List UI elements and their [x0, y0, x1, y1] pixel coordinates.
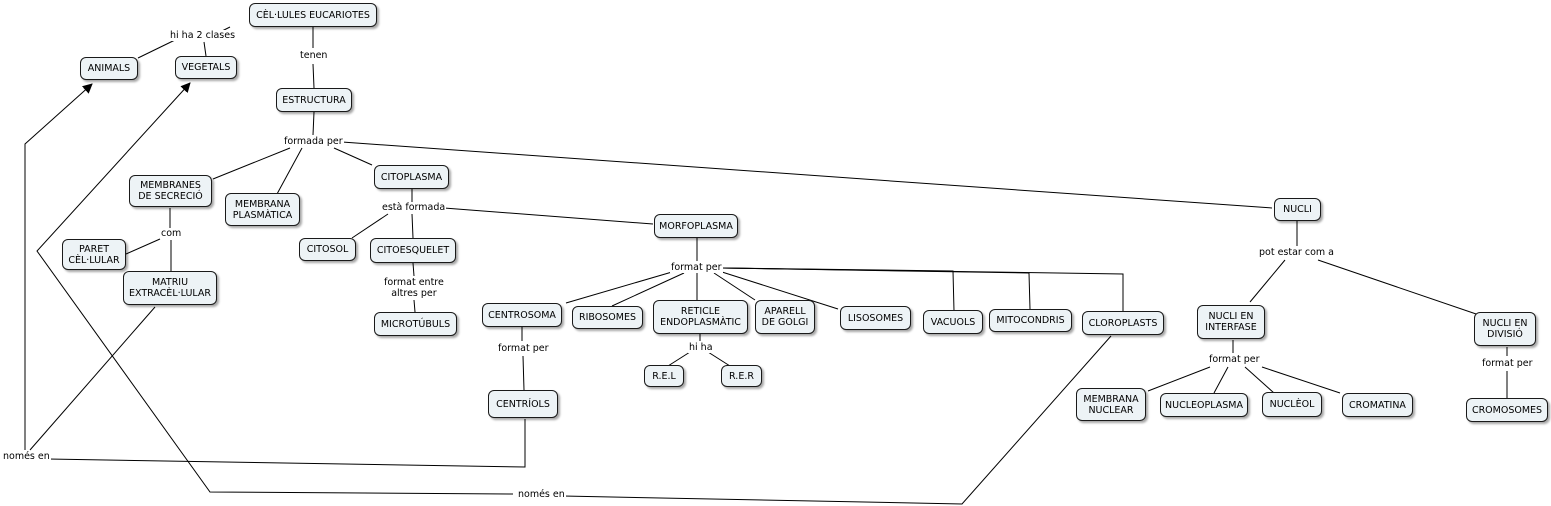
link-nomes-en-left: només en — [2, 451, 51, 462]
edge — [333, 147, 373, 166]
link-format-per-morfoplasma: format per — [670, 262, 723, 273]
edge — [707, 351, 731, 367]
concept-rel: R.E.L — [644, 365, 684, 387]
edge — [36, 82, 514, 495]
edge — [29, 306, 156, 451]
concept-ribosomes: RIBOSOMES — [572, 306, 643, 329]
edge — [411, 213, 414, 239]
edge — [341, 141, 1273, 209]
concept-nucleoplasma: NUCLEOPLASMA — [1160, 393, 1248, 417]
concept-nucli: NUCLI — [1274, 198, 1321, 221]
link-hi-ha: hi ha — [688, 342, 714, 353]
link-format-per-divisio: format per — [1481, 358, 1534, 369]
edge — [24, 83, 93, 450]
edge — [1249, 259, 1286, 303]
concept-centrosoma: CENTROSOMA — [482, 303, 562, 327]
concept-cellules-eucariotes: CÈL·LULES EUCARIOTES — [249, 3, 377, 27]
concept-membrana-plasmatica: MEMBRANA PLASMÀTICA — [225, 193, 300, 226]
edge — [611, 272, 685, 307]
concept-paret-cellular: PARET CÈL·LULAR — [62, 239, 126, 270]
edge — [203, 41, 207, 57]
edge — [667, 351, 691, 367]
edge — [1213, 366, 1229, 394]
edge — [1317, 259, 1483, 317]
concept-nucli-interfase: NUCLI EN INTERFASE — [1197, 305, 1265, 339]
edge — [562, 335, 1112, 505]
edge — [312, 111, 315, 136]
concept-membranes-secrecio: MEMBRANES DE SECRECIÓ — [129, 175, 212, 207]
concept-rer: R.E.R — [721, 365, 762, 387]
edge — [351, 213, 389, 239]
edge — [565, 271, 673, 304]
concept-vacuols: VACUOLS — [923, 310, 983, 334]
link-tenen: tenen — [299, 50, 329, 61]
edge — [137, 39, 176, 59]
edge — [47, 419, 526, 468]
edge — [212, 147, 291, 180]
edge — [412, 262, 415, 277]
concept-morfoplasma: MORFOPLASMA — [654, 214, 738, 238]
edge — [276, 147, 303, 195]
link-nomes-en-bottom: només en — [517, 489, 566, 500]
edge — [1244, 366, 1275, 394]
concept-aparell-golgi: APARELL DE GOLGI — [755, 300, 815, 334]
concept-nucleol: NUCLÈOL — [1262, 392, 1322, 417]
edge — [1147, 366, 1211, 392]
edge — [1261, 366, 1341, 394]
concept-citoplasma: CITOPLASMA — [374, 165, 449, 189]
concept-nucli-divisio: NUCLI EN DIVISIÓ — [1474, 312, 1536, 346]
edge — [713, 272, 756, 301]
link-pot-estar-com-a: pot estar com a — [1258, 247, 1335, 258]
concept-mitocondris: MITOCONDRIS — [989, 309, 1072, 332]
edge — [413, 299, 416, 313]
edge — [721, 267, 1124, 311]
link-hi-ha-2-clases: hi ha 2 clases — [169, 30, 237, 41]
concept-lisosomes: LISOSOMES — [840, 306, 911, 330]
link-format-entre-altres-per: format entre altres per — [383, 277, 445, 299]
concept-centriols: CENTRÍOLS — [488, 390, 558, 418]
edge — [312, 63, 315, 89]
concept-cromosomes: CROMOSOMES — [1466, 398, 1548, 422]
link-formada-per: formada per — [283, 136, 344, 147]
concept-animals: ANIMALS — [80, 57, 138, 80]
concept-vegetals: VEGETALS — [175, 56, 237, 79]
concept-citoesquelet: CITOESQUELET — [370, 238, 456, 263]
link-format-per-interfase: format per — [1208, 354, 1261, 365]
concept-membrana-nuclear: MEMBRANA NUCLEAR — [1076, 388, 1146, 421]
concept-reticle-endoplasmatic: RETICLE ENDOPLASMÀTIC — [653, 300, 748, 334]
link-format-per-centrosoma: format per — [497, 343, 550, 354]
concept-cromatina: CROMATINA — [1342, 393, 1413, 417]
edge — [125, 238, 161, 255]
link-esta-formada: està formada — [381, 202, 447, 213]
concept-cloroplasts: CLOROPLASTS — [1082, 311, 1164, 335]
concept-matriu-extracellular: MATRIU EXTRACÈL·LULAR — [123, 271, 217, 305]
concept-microtubuls: MICROTÚBULS — [374, 312, 457, 336]
link-com: com — [160, 228, 183, 239]
edge — [522, 355, 525, 391]
edge — [721, 271, 839, 310]
concept-citosol: CITOSOL — [299, 238, 356, 261]
edge — [443, 207, 654, 225]
concept-estructura: ESTRUCTURA — [276, 88, 352, 112]
